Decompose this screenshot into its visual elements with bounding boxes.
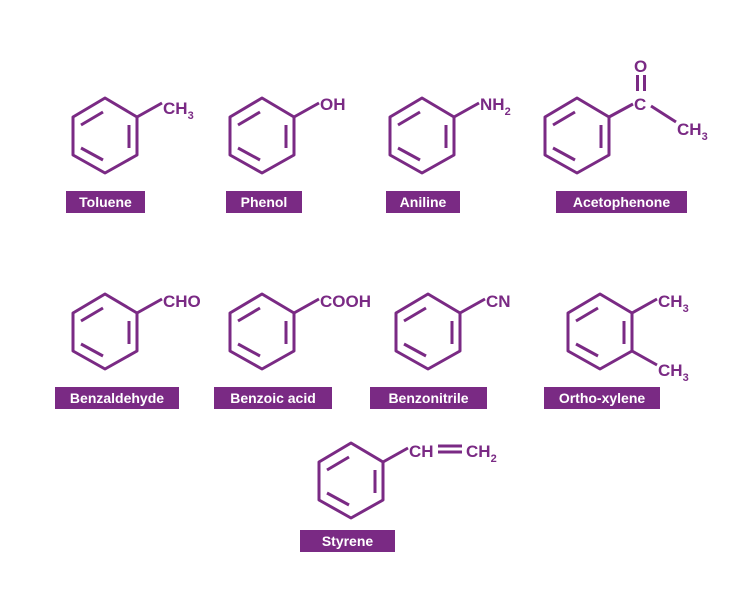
carbonyl-oxygen: O [634,57,647,76]
benzene-ring [317,441,385,520]
compound-name: Toluene [79,194,132,210]
compound-benzoic-acid: COOH Benzoic acid [214,292,371,409]
label-box [370,387,487,409]
substituent-formula: NH2 [480,95,511,118]
substituent-formula: CH2 [466,442,497,465]
label-box [55,387,179,409]
compound-name: Benzonitrile [388,390,468,406]
compound-benzaldehyde: CHO Benzaldehyde [55,292,201,409]
substituent-formula: CHO [163,292,201,311]
bond [631,349,658,367]
compound-phenol: OH Phenol [226,95,346,213]
compound-name: Aniline [400,194,447,210]
substituent-formula-2: CH3 [658,361,689,384]
compound-name: Benzoic acid [230,390,316,406]
benzene-ring [228,96,296,175]
compound-aniline: NH2 Aniline [386,95,511,213]
compound-benzonitrile: CN Benzonitrile [370,292,511,409]
bond [608,102,634,119]
benzene-ring [71,292,139,371]
compound-toluene: CH3 Toluene [66,96,194,213]
compound-name: Phenol [241,194,288,210]
label-box [544,387,660,409]
substituent-formula: CN [486,292,511,311]
compound-name: Acetophenone [573,194,670,210]
bond [650,104,677,124]
compound-name: Benzaldehyde [70,390,164,406]
benzene-ring [566,292,634,371]
substituent-formula: CH3 [677,120,708,143]
substituent-formula: CH3 [658,292,689,315]
compound-name: Ortho-xylene [559,390,646,406]
label-box [226,191,302,213]
bond [631,297,658,315]
label-box [386,191,460,213]
vinyl-carbon: CH [409,442,434,461]
bond [136,297,163,315]
substituent-formula: CH3 [163,99,194,122]
benzene-ring [71,96,139,175]
bond [453,101,480,119]
benzene-ring [388,96,456,175]
bond [293,297,320,315]
bond [293,101,320,119]
substituent-formula: OH [320,95,346,114]
benzene-ring [543,96,611,175]
benzene-ring [228,292,296,371]
bond [382,446,409,464]
label-box [556,191,687,213]
substituent-formula: COOH [320,292,371,311]
benzene-ring [394,292,462,371]
compound-acetophenone: O C CH3 Acetophenone [543,57,708,213]
compound-ortho-xylene: CH3 CH3 Ortho-xylene [544,292,689,409]
label-box [214,387,332,409]
bond [459,297,486,315]
bond [136,101,163,119]
compound-styrene: CH CH2 Styrene [300,441,497,552]
label-box [300,530,395,552]
label-box [66,191,145,213]
compound-name: Styrene [322,533,374,549]
carbonyl-carbon: C [634,95,646,114]
